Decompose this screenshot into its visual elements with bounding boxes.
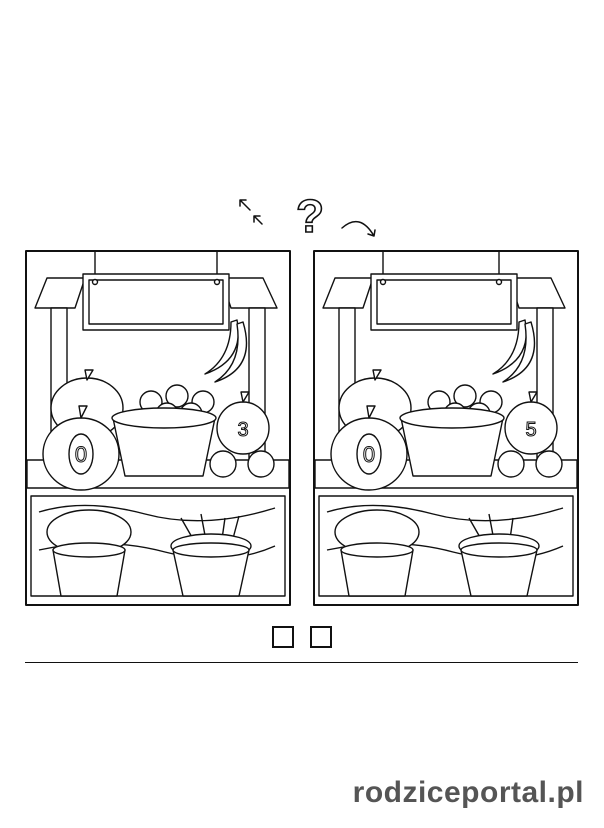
pumpkin-number-front: 0 — [75, 442, 87, 467]
arrow-icon — [253, 215, 263, 225]
watermark: rodziceportal.pl — [352, 776, 584, 809]
pumpkin-number-front: 0 — [363, 442, 375, 467]
arrow-icon — [341, 220, 376, 237]
banana-icon — [502, 321, 536, 383]
pumpkin-number-small: 5 — [525, 419, 536, 441]
picture-left[interactable]: 0 3 — [25, 250, 291, 606]
answer-box-2[interactable] — [310, 626, 332, 648]
picture-right[interactable]: 0 5 — [313, 250, 579, 606]
banana-icon — [214, 321, 248, 383]
answer-line[interactable] — [25, 662, 578, 663]
pumpkin-number-small: 3 — [237, 419, 248, 441]
answer-box-1[interactable] — [272, 626, 294, 648]
hint-decoration: ? — [239, 189, 376, 243]
arrow-icon — [239, 199, 251, 211]
question-mark: ? — [296, 190, 324, 242]
